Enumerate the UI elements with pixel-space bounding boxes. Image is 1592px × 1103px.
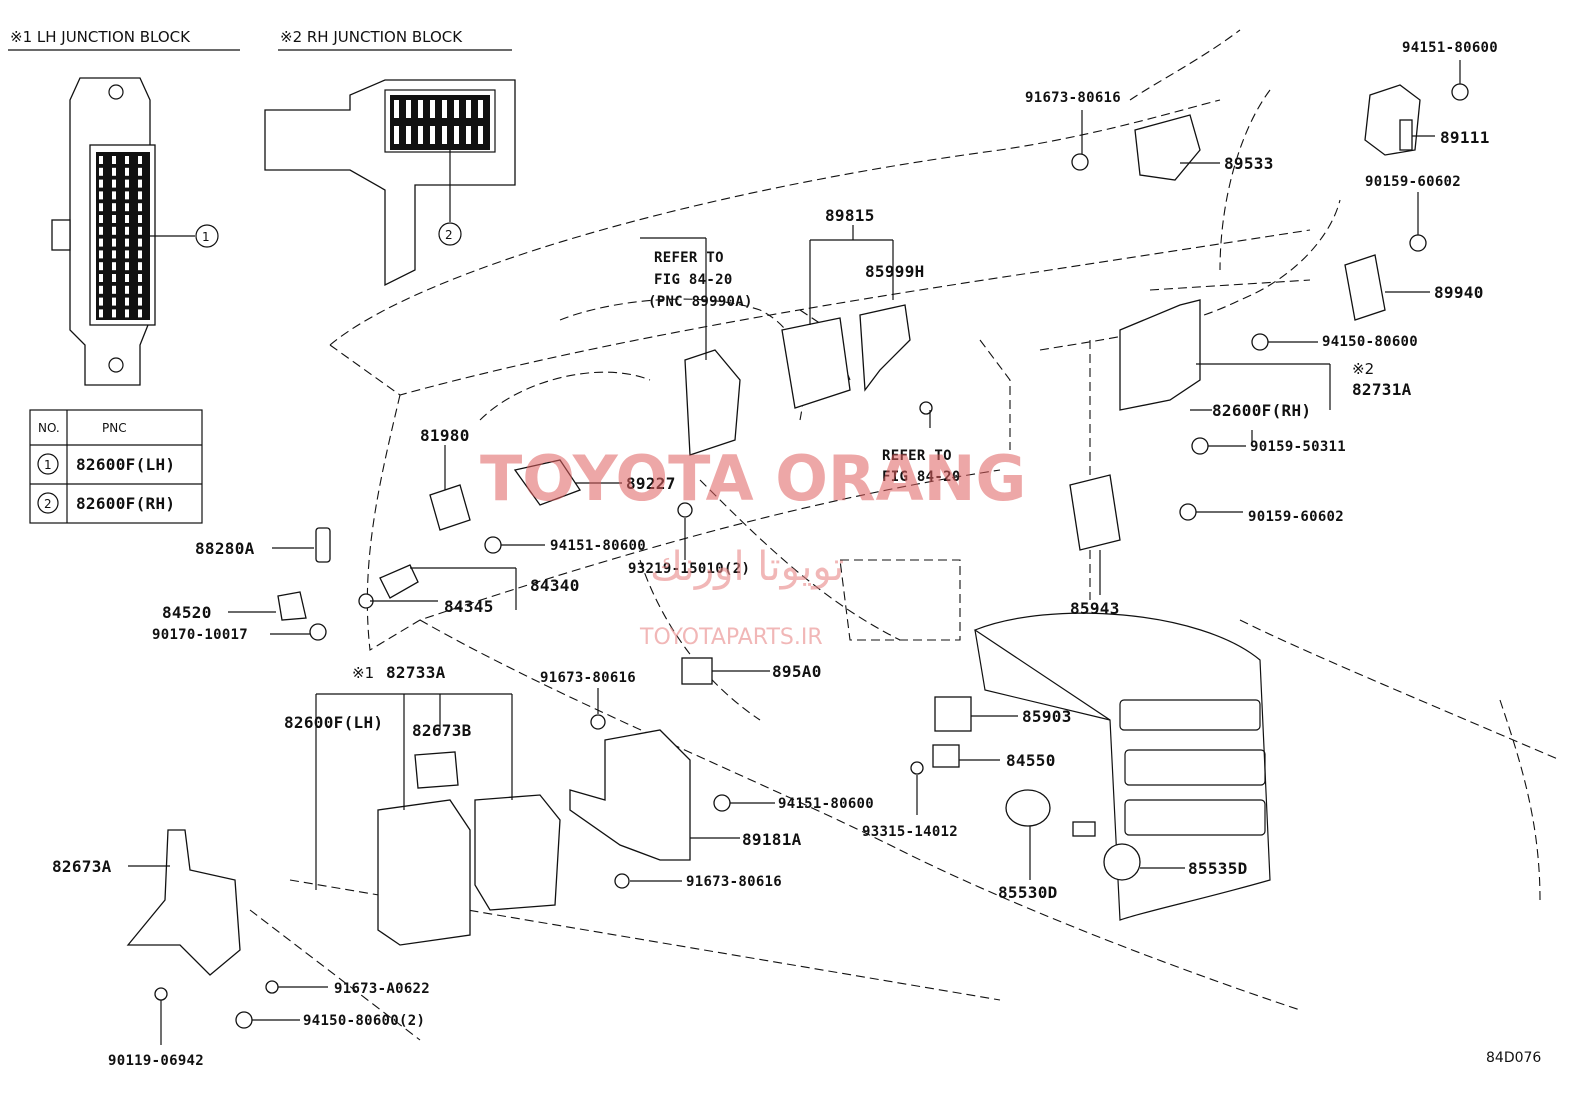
part-84520-drawing: [277, 591, 307, 621]
svg-text:1: 1: [202, 230, 210, 244]
label-88280A: 88280A: [195, 539, 255, 558]
lh-junction-header: ※1 LH JUNCTION BLOCK: [10, 28, 191, 46]
label-895A0: 895A0: [772, 662, 822, 681]
part-89181A-drawing: [569, 729, 691, 861]
svg-text:REFER TO: REFER TO: [654, 250, 724, 266]
label-89815: 89815: [825, 206, 875, 225]
label-85999H: 85999H: [865, 262, 925, 281]
part-82673A-drawing: [126, 829, 241, 976]
part-895A0-drawing: [681, 657, 713, 685]
label-82733A: 82733A: [386, 663, 446, 682]
pnc-row-1-value: 82600F(LH): [76, 455, 175, 474]
watermark-main: TOYOTA ORANG: [480, 442, 1026, 515]
part-82731A-drawing: [1119, 299, 1201, 411]
label-94151-80600-low: 94151-80600: [778, 796, 874, 812]
part-85535D-drawing: [1103, 843, 1141, 881]
label-90159-60602-mid: 90159-60602: [1248, 509, 1344, 525]
part-85530D-drawing: [1005, 789, 1096, 837]
label-94150-80600-2: 94150-80600(2): [303, 1013, 425, 1029]
label-84550: 84550: [1006, 751, 1056, 770]
label-rh-mark: ※2: [1352, 360, 1374, 378]
part-89227-drawing: [513, 459, 581, 506]
label-82600F-LH: 82600F(LH): [284, 713, 383, 732]
part-85943-drawing: [1069, 474, 1121, 551]
label-94151-80600-top: 94151-80600: [1402, 40, 1498, 56]
label-84345: 84345: [444, 597, 494, 616]
label-90159-60602-top: 90159-60602: [1365, 174, 1461, 190]
fasteners: [154, 83, 1469, 1029]
part-82733A-ecu-drawing: [474, 794, 561, 911]
pnc-row-1-no: 1: [44, 458, 52, 472]
part-85999H-drawing: [859, 304, 911, 392]
pnc-table-pnc-header: PNC: [102, 421, 127, 435]
label-91673-80616-top: 91673-80616: [1025, 90, 1121, 106]
part-89940-drawing: [1344, 254, 1386, 321]
label-90170-10017: 90170-10017: [152, 627, 248, 643]
lh-junction-block-drawing: [51, 77, 195, 386]
part-85903-drawing: [934, 696, 972, 732]
part-81980-drawing: [429, 484, 471, 531]
label-84340: 84340: [530, 576, 580, 595]
rh-junction-block-drawing: [264, 79, 516, 287]
label-90159-50311: 90159-50311: [1250, 439, 1346, 455]
label-81980: 81980: [420, 426, 470, 445]
label-82673B: 82673B: [412, 721, 472, 740]
label-91673-80616-low: 91673-80616: [686, 874, 782, 890]
leader-lines: [128, 60, 1461, 1045]
label-93315-14012: 93315-14012: [862, 824, 958, 840]
part-84550-drawing: [932, 744, 960, 768]
part-89815-drawing: [781, 317, 851, 409]
label-90119-06942: 90119-06942: [108, 1053, 204, 1069]
svg-text:FIG 84-20: FIG 84-20: [654, 272, 733, 288]
rh-junction-header: ※2 RH JUNCTION BLOCK: [280, 28, 463, 46]
label-93219-15010: 93219-15010(2): [628, 561, 750, 577]
center-console: [973, 612, 1271, 921]
label-89940: 89940: [1434, 283, 1484, 302]
label-85943: 85943: [1070, 599, 1120, 618]
part-89990A-drawing: [684, 349, 741, 456]
pnc-table-no-header: NO.: [38, 421, 60, 435]
label-82600F-RH: 82600F(RH): [1212, 401, 1311, 420]
part-84345-drawing: [379, 564, 419, 599]
refer-note-2: REFER TO FIG 84-20: [882, 448, 961, 485]
label-85903: 85903: [1022, 707, 1072, 726]
svg-text:2: 2: [445, 228, 453, 242]
part-89533-drawing: [1134, 114, 1201, 181]
callout-1: 1: [195, 224, 219, 248]
lh-fuse-grid: [96, 152, 150, 320]
svg-text:(PNC 89990A): (PNC 89990A): [648, 294, 753, 310]
label-89111: 89111: [1440, 128, 1490, 147]
svg-text:REFER TO: REFER TO: [882, 448, 952, 464]
pnc-table: NO. PNC 1 82600F(LH) 2 82600F(RH): [29, 409, 203, 524]
callout-2: 2: [438, 222, 462, 246]
label-89181A: 89181A: [742, 830, 802, 849]
watermark-arabic: تويوتا اورنك: [650, 544, 844, 590]
label-91673-80616-mid: 91673-80616: [540, 670, 636, 686]
label-91673-A0622: 91673-A0622: [334, 981, 430, 997]
svg-text:FIG 84-20: FIG 84-20: [882, 469, 961, 485]
watermark-url: TOYOTAPARTS.IR: [639, 625, 823, 650]
label-82731A: 82731A: [1352, 380, 1412, 399]
part-82673B-drawing: [414, 751, 459, 789]
figure-code: 84D076: [1486, 1050, 1541, 1066]
label-lh-mark: ※1: [352, 664, 374, 682]
part-82600F-LH-drawing: [377, 799, 471, 946]
pnc-row-2-value: 82600F(RH): [76, 494, 175, 513]
label-85530D: 85530D: [998, 883, 1058, 902]
part-88280A-drawing: [315, 527, 331, 563]
part-89111-drawing: [1364, 84, 1421, 156]
label-85535D: 85535D: [1188, 859, 1248, 878]
label-89227: 89227: [626, 474, 676, 493]
refer-note-1: REFER TO FIG 84-20 (PNC 89990A): [648, 250, 753, 310]
label-94150-80600: 94150-80600: [1322, 334, 1418, 350]
label-84520: 84520: [162, 603, 212, 622]
pnc-row-2-no: 2: [44, 497, 52, 511]
label-94151-80600-mid: 94151-80600: [550, 538, 646, 554]
label-82673A: 82673A: [52, 857, 112, 876]
label-89533: 89533: [1224, 154, 1274, 173]
